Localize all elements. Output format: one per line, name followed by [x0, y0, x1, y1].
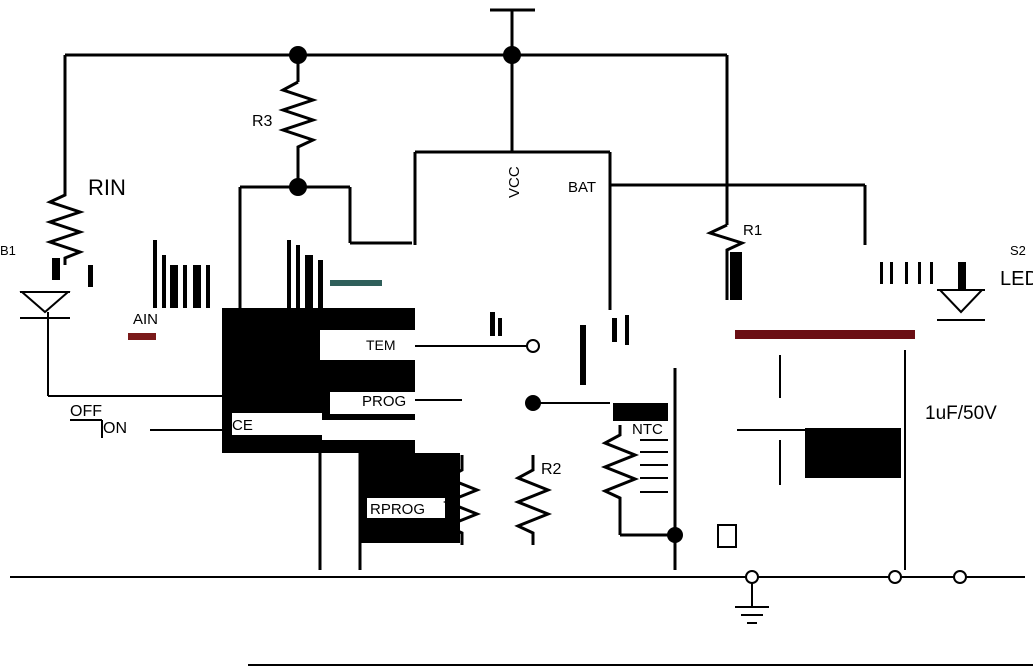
right-stray-bars: [490, 262, 933, 385]
r2-resistor: [513, 455, 553, 545]
capacitor-1uf: [737, 350, 906, 570]
ntc-label: NTC: [632, 421, 663, 438]
bat-label: BAT: [568, 179, 596, 196]
tem-pin-label: TEM: [366, 337, 396, 353]
ground-symbol: [735, 583, 769, 624]
left-led: [19, 258, 222, 397]
vcc-wire: [413, 55, 612, 310]
left-glitch-bars: [153, 240, 382, 310]
stdby-pin-label: STDBY: [228, 393, 278, 410]
r1-label: R1: [743, 222, 762, 239]
chrg-pin-label: CHRG: [228, 347, 272, 364]
ntc-thermistor: [600, 368, 677, 570]
junction-dot-ntc: [667, 527, 683, 543]
switch-on-label: ON: [103, 420, 127, 437]
rin-label: RIN: [88, 175, 126, 200]
s2-label: S2: [1010, 243, 1026, 258]
prog-pin-label: PROG: [362, 393, 406, 410]
right-led: [937, 262, 985, 321]
top-rail-wire: [63, 53, 729, 225]
led-label: LED: [1000, 268, 1033, 290]
r2-label: R2: [541, 461, 562, 478]
switch-off-label: OFF: [70, 403, 102, 420]
r3-junction-wires: [238, 185, 412, 310]
on-off-switch: [70, 419, 222, 438]
vcc-label: VCC: [506, 166, 523, 198]
bat-wire: [610, 183, 867, 245]
ce-pin-label: CE: [232, 417, 253, 434]
charger-ic: [222, 308, 415, 453]
rprog-resistor: [442, 455, 482, 545]
b1-label: B1: [0, 243, 16, 258]
red-strip-right: [735, 330, 915, 339]
ntc-small-block: [717, 524, 737, 548]
ain-label: AIN: [133, 311, 158, 328]
r1-resistor: [705, 223, 747, 300]
r3-resistor: [278, 55, 318, 187]
r3-label: R3: [252, 113, 273, 130]
red-strip-left: [128, 333, 156, 340]
rprog-label: RPROG: [370, 501, 425, 518]
r1-body: [730, 252, 742, 300]
rin-resistor: [45, 185, 85, 265]
ground-bus: [10, 570, 1025, 584]
capacitor-label: 1uF/50V: [925, 403, 997, 424]
tem-pin-circle: [526, 339, 540, 353]
rprog-label-bg: [367, 498, 445, 518]
junction-dot-prog: [525, 395, 541, 411]
